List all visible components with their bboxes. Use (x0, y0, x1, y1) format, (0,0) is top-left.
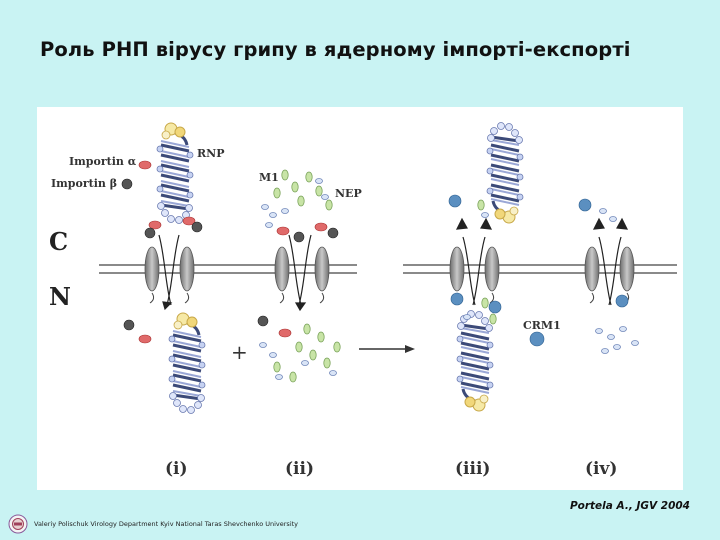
rnp-complex-cytoplasm-i (145, 123, 202, 238)
rnp-nucleus-i (124, 313, 205, 414)
plus-sign: + (231, 340, 248, 364)
nuclear-transport-figure: C N (37, 107, 683, 490)
transition-arrow (359, 345, 415, 353)
import-arrows-i (159, 235, 179, 309)
importin-legend: Importin α Importin β (51, 155, 151, 190)
m1-label: M1 (259, 171, 279, 184)
slide-title: Роль РНП вірусу грипу в ядерному імпорті… (40, 38, 631, 61)
rnp-cytoplasm-iii (449, 123, 523, 224)
panel-label-ii: (ii) (285, 459, 314, 479)
panel-label-iii: (iii) (455, 459, 490, 479)
panel-label-iv: (iv) (585, 459, 617, 479)
importin-beta-label: Importin β (51, 177, 117, 190)
rnp-nucleus-iii (451, 293, 501, 411)
m1-nep-nucleus-ii (258, 316, 340, 382)
panel-label-i: (i) (165, 459, 188, 479)
importin-alpha-label: Importin α (69, 155, 137, 168)
footer-text: Valeriy Polischuk Virology Department Ky… (34, 520, 298, 528)
university-logo-icon (8, 514, 28, 534)
pore-filaments (150, 293, 629, 303)
rnp-label: RNP (197, 147, 224, 160)
citation: Portela A., JGV 2004 (570, 500, 690, 512)
crm1-label: CRM1 (523, 319, 561, 332)
footer: Valeriy Polischuk Virology Department Ky… (8, 514, 298, 534)
nep-label: NEP (335, 187, 362, 200)
cytoplasm-side-label: C (49, 227, 68, 256)
nucleus-side-label: N (49, 282, 71, 311)
